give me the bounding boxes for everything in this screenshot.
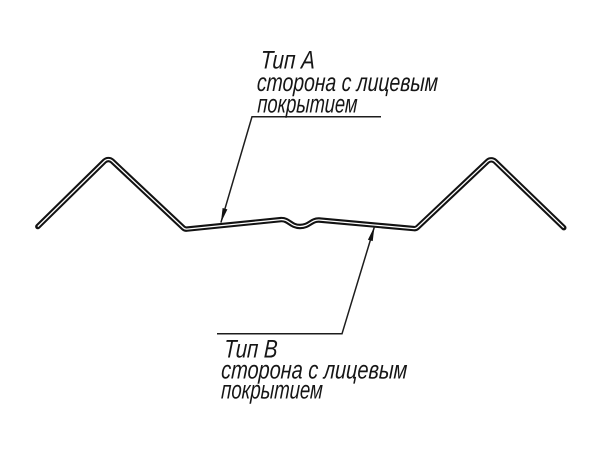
svg-text:Тип В: Тип В <box>223 336 278 364</box>
svg-text:Тип А: Тип А <box>260 47 316 75</box>
svg-text:покрытием: покрытием <box>257 90 358 118</box>
svg-text:покрытием: покрытием <box>221 377 324 405</box>
svg-text:сторона с лицевым: сторона с лицевым <box>256 69 438 97</box>
svg-text:сторона с лицевым: сторона с лицевым <box>221 357 408 385</box>
